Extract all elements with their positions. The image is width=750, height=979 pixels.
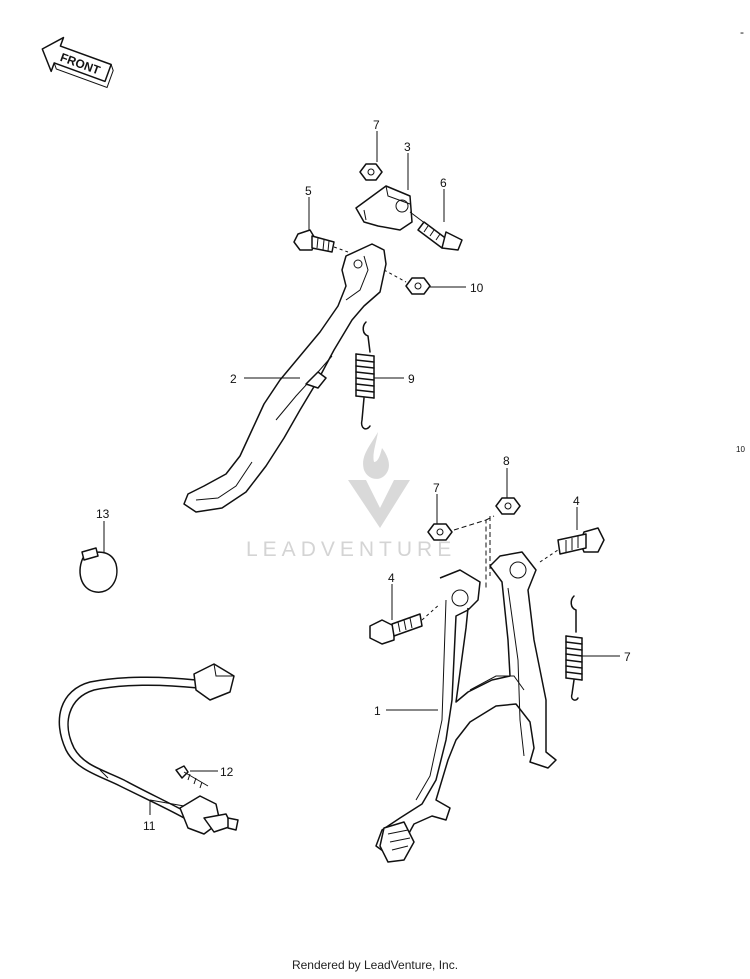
bolt-part-4-right xyxy=(539,527,605,563)
callout-7-left: 7 xyxy=(433,481,440,495)
callout-4-right: 4 xyxy=(573,494,580,508)
callout-7-top: 7 xyxy=(373,118,380,132)
bolt-part-6 xyxy=(409,211,463,251)
callout-10: 10 xyxy=(470,281,484,295)
center-stand-part-1 xyxy=(375,551,557,863)
clip-part-13 xyxy=(79,547,118,593)
watermark-text: LEADVENTURE xyxy=(246,538,456,561)
bolt-part-5 xyxy=(293,229,349,253)
screw-part-12 xyxy=(175,765,209,789)
callout-7-right: 8 xyxy=(503,454,510,468)
callout-4-left: 4 xyxy=(388,571,395,585)
callout-6: 6 xyxy=(440,176,447,190)
leader-11b xyxy=(149,799,185,807)
footer-credit: Rendered by LeadVenture, Inc. xyxy=(291,958,459,972)
nut-part-7-left xyxy=(427,523,453,541)
edge-mark-top-right: - xyxy=(740,25,744,39)
callout-13: 13 xyxy=(96,507,110,521)
callout-5: 5 xyxy=(305,184,312,198)
callout-2: 2 xyxy=(230,372,237,386)
bracket-part-3 xyxy=(355,185,413,231)
callout-12: 12 xyxy=(220,765,234,779)
front-arrow-icon: FRONT xyxy=(41,36,114,89)
nut-part-7-right xyxy=(495,497,521,515)
edge-label-right: 10 xyxy=(736,445,745,454)
callout-9: 9 xyxy=(408,372,415,386)
callout-3: 3 xyxy=(404,140,411,154)
spring-part-9 xyxy=(355,321,375,430)
assembly-dashed-lines xyxy=(453,515,495,590)
callout-11: 11 xyxy=(143,819,156,833)
nut-part-10 xyxy=(383,269,431,295)
watermark-logo-icon xyxy=(348,432,410,528)
bolt-part-4-left xyxy=(369,603,441,645)
switch-part-11 xyxy=(58,663,239,835)
spring-part-8 xyxy=(565,595,583,701)
nut-part-7-top xyxy=(359,163,383,181)
callout-1: 1 xyxy=(374,704,381,718)
callout-8: 7 xyxy=(624,650,631,664)
